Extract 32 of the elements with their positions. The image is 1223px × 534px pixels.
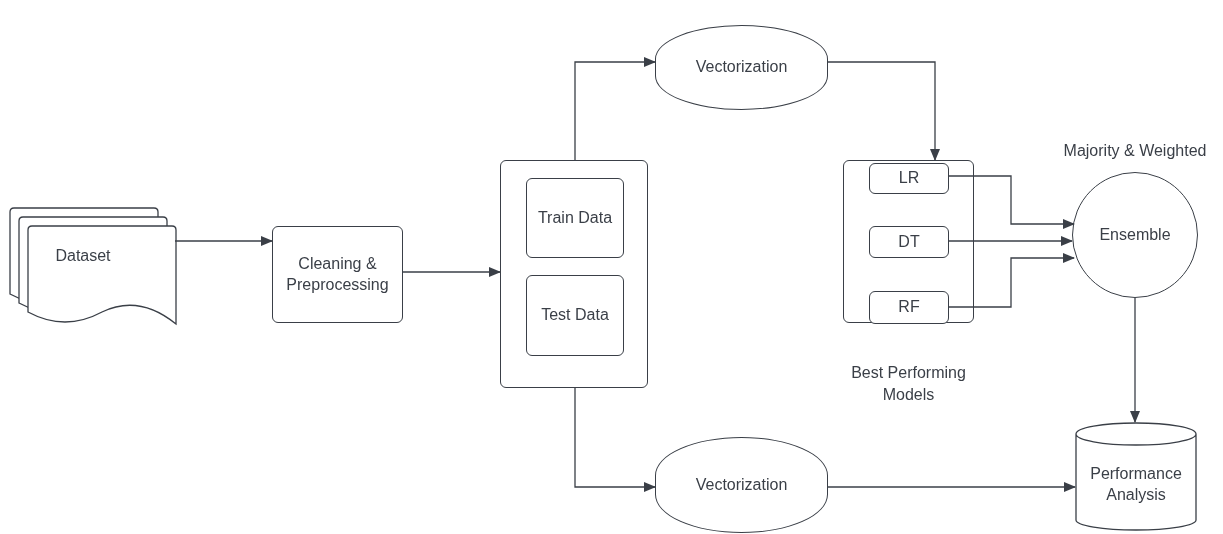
arrow [574,57,656,161]
arrow [1130,297,1140,423]
data-box [526,275,624,356]
node-label: LR [897,168,921,189]
node-label: Test Data [540,305,610,326]
arrow [402,267,501,277]
container-box [843,160,974,323]
node-label: Cleaning & Preprocessing [285,253,390,295]
database-cylinder [1075,422,1197,530]
model-box [869,291,949,324]
node-label: Performance Analysis [1089,464,1183,505]
arrow [574,387,656,492]
data-box [526,178,624,258]
node-label: Ensemble [1098,224,1172,245]
arrow [827,482,1076,492]
node-label: RF [897,297,921,318]
arrow [947,236,1073,246]
arrow [827,61,940,161]
node-label: Dataset [54,246,112,266]
annotation-text: Majority & Weighted [1062,141,1208,161]
document-stack [10,208,176,324]
node-label: Train Data [536,207,614,228]
arrow [947,253,1075,308]
model-box [869,226,949,258]
arrow [947,175,1075,229]
node-label: Vectorization [694,474,789,495]
node-label: DT [897,231,921,252]
model-box [869,163,949,194]
annotation-text: Best Performing Models [850,363,967,406]
container-box [500,160,648,388]
process-box [272,226,403,323]
node-label: Vectorization [694,57,789,78]
